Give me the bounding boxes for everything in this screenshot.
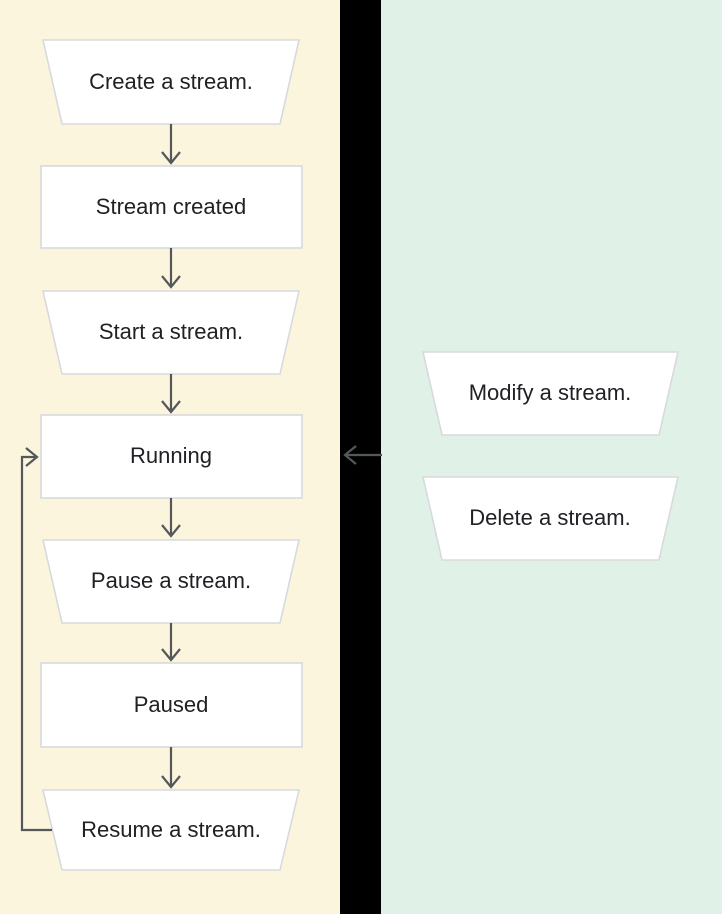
node-start-stream-shape: [41, 290, 301, 375]
node-running-label: Running: [130, 443, 212, 468]
node-start-stream-label: Start a stream.: [98, 319, 244, 344]
node-modify-stream-shape: [421, 351, 680, 436]
arrow-created-to-start-icon: [161, 248, 181, 289]
actions-panel: [381, 0, 722, 914]
arrow-create-to-created-icon: [161, 124, 181, 165]
node-paused-label: Paused: [133, 692, 209, 717]
arrow-resume-to-running-loop-icon: [20, 447, 52, 832]
node-stream-created-shape: [40, 165, 303, 249]
node-create-stream-label: Create a stream.: [89, 69, 253, 94]
node-resume-stream-shape: [41, 789, 301, 871]
node-paused-shape: [40, 662, 303, 748]
node-stream-created-label: Stream created: [95, 194, 247, 219]
node-pause-stream-shape: [41, 539, 301, 624]
arrow-pause-to-paused-icon: [161, 623, 181, 662]
node-pause-stream-label: Pause a stream.: [90, 568, 252, 593]
node-create-stream-shape: [41, 39, 301, 125]
arrow-running-to-pause-icon: [161, 498, 181, 538]
node-delete-stream-label: Delete a stream.: [469, 505, 631, 530]
arrow-actions-to-running-icon: [343, 445, 382, 465]
node-modify-stream-label: Modify a stream.: [468, 380, 632, 405]
arrow-paused-to-resume-icon: [161, 747, 181, 789]
node-resume-stream-label: Resume a stream.: [81, 817, 261, 842]
arrow-start-to-running-icon: [161, 374, 181, 414]
node-delete-stream-shape: [421, 476, 680, 561]
